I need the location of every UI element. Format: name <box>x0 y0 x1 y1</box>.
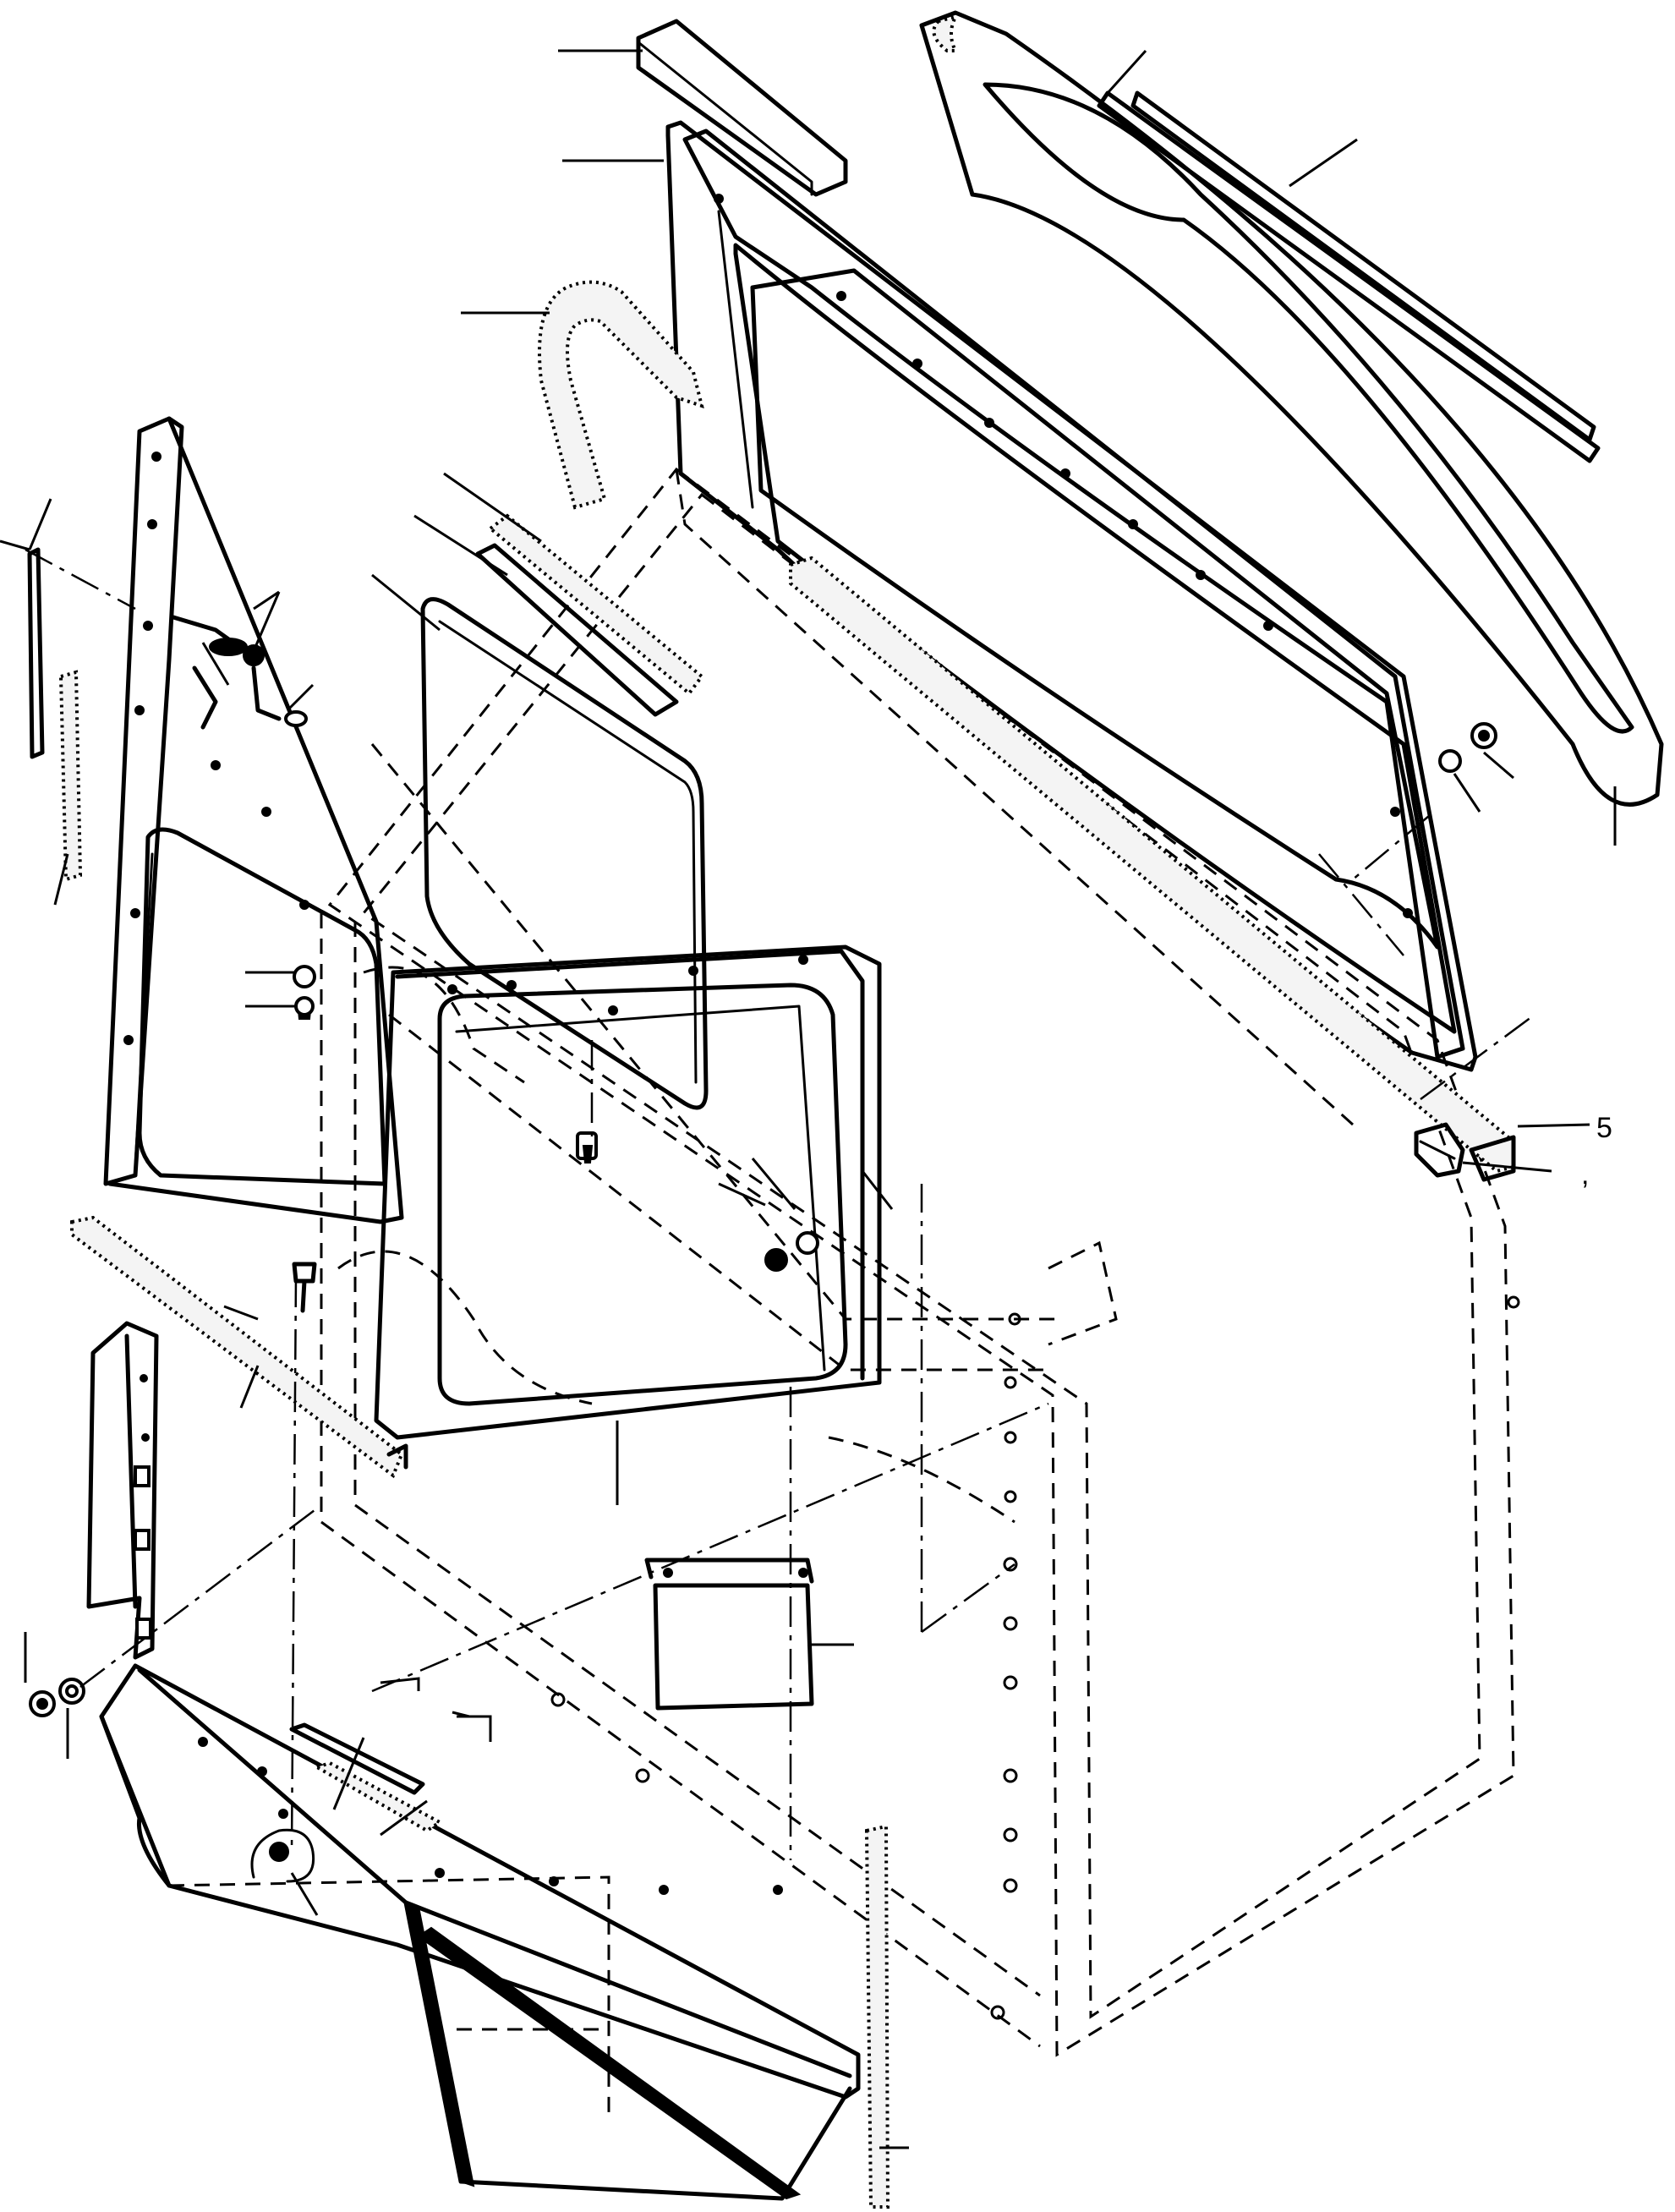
leader-lines <box>0 49 1617 2149</box>
lower-seal-strip <box>789 556 1516 1182</box>
lower-panel-hinge-strip <box>289 1722 443 1833</box>
frame-bolts <box>292 965 317 1313</box>
top-cross-bar <box>636 19 848 197</box>
lower-panel-bolt <box>250 1809 315 1883</box>
door-latch-assembly <box>171 615 308 730</box>
main-side-frame <box>103 416 404 1224</box>
side-bottom-seal <box>70 1215 408 1479</box>
door-glass-panel <box>420 597 709 1110</box>
callout-label-right-upper: 5 <box>1596 1112 1612 1144</box>
door-seal-strips <box>475 513 704 717</box>
lower-nut-washer <box>29 1678 85 1717</box>
front-door-frame <box>374 944 882 1440</box>
assembly-centerlines <box>25 548 1535 1860</box>
cab-body-outline <box>320 467 1515 2057</box>
mounting-bracket <box>644 1558 814 1711</box>
lower-right-seal <box>864 1824 890 2209</box>
rubber-block <box>1414 1122 1465 1178</box>
upper-glass-window <box>919 10 1664 807</box>
body-hole-row <box>550 1295 1520 2020</box>
top-front-frame <box>665 120 1478 1072</box>
corner-u-seal <box>538 280 704 510</box>
left-wiper-strip <box>27 547 83 882</box>
lower-door-panel <box>99 1663 861 2201</box>
callout-label-right-lower: , <box>1581 1158 1589 1191</box>
frame-nut-washer <box>1438 722 1497 773</box>
lower-left-pillar <box>86 1321 159 1660</box>
door-hardware <box>576 1131 819 1272</box>
glass-channel-seal <box>1097 90 1601 463</box>
